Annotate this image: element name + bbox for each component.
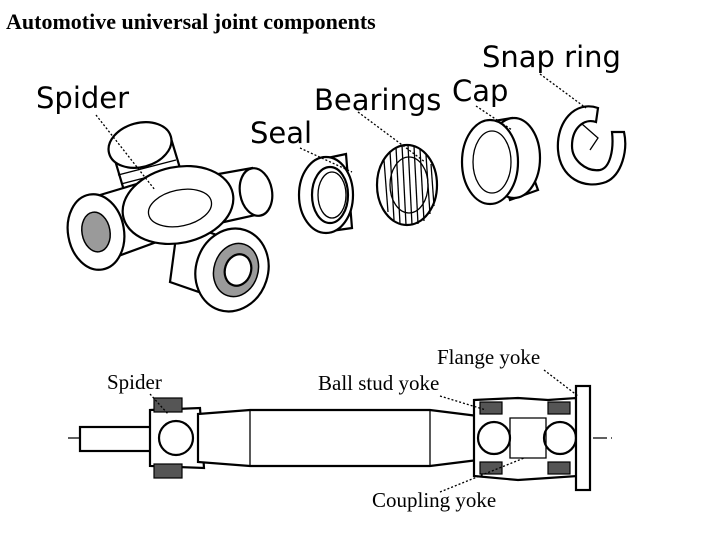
label-flange-yoke: Flange yoke: [437, 345, 540, 369]
leader-coupling-yoke: [439, 457, 525, 493]
label-spider-shaft: Spider: [107, 370, 162, 394]
cap-part: [460, 116, 542, 206]
leader-ball-stud-yoke: [439, 395, 487, 411]
label-seal: Seal: [250, 116, 312, 150]
label-spider-exploded: Spider: [36, 81, 129, 115]
label-ball-stud-yoke: Ball stud yoke: [318, 371, 439, 395]
leader-cap: [475, 105, 513, 131]
seal-part: [297, 152, 355, 235]
leader-spider-shaft: [149, 393, 169, 415]
label-coupling-yoke: Coupling yoke: [372, 488, 496, 512]
leader-seal: [299, 147, 353, 173]
spider-cross: [66, 121, 274, 313]
bearings-part: [375, 143, 439, 227]
leader-snap-ring: [539, 73, 587, 109]
label-snap-ring: Snap ring: [482, 40, 621, 74]
diagram-title: Automotive universal joint components: [6, 9, 376, 34]
snap-ring-part: [556, 105, 627, 186]
label-bearings: Bearings: [314, 83, 441, 117]
drive-shaft-assembly: [68, 384, 612, 492]
leader-bearings: [357, 111, 426, 163]
label-cap: Cap: [452, 74, 508, 108]
leader-flange-yoke: [543, 369, 579, 397]
